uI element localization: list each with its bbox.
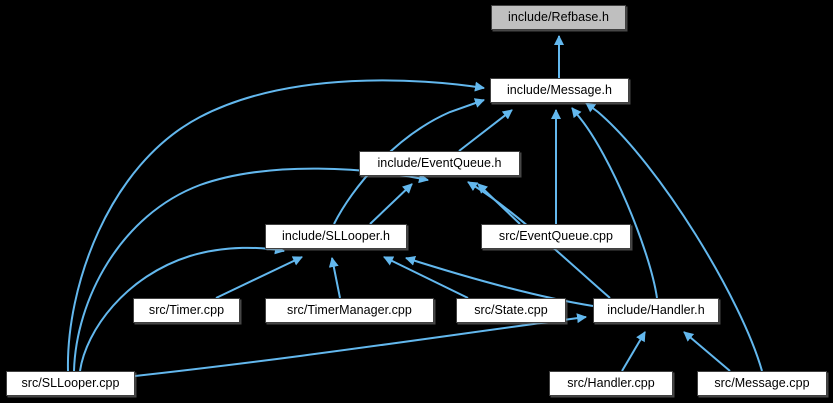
edge-eventqueue-cpp-to-eventqueue-h xyxy=(477,183,521,225)
edge-state-cpp-to-sllooper-h xyxy=(383,256,469,299)
node-src-eventqueue-cpp[interactable]: src/EventQueue.cpp xyxy=(481,224,631,249)
node-include-eventqueue-h[interactable]: include/EventQueue.h xyxy=(359,151,520,176)
edge-timer-cpp-to-sllooper-h xyxy=(215,256,303,299)
node-src-sllooper-cpp[interactable]: src/SLLooper.cpp xyxy=(6,371,135,396)
edge-sllooper-cpp-to-eventqueue-h xyxy=(73,167,429,372)
node-include-refbase-h[interactable]: include/Refbase.h xyxy=(491,5,626,30)
edge-eventqueue-h-to-message-h xyxy=(458,109,513,152)
node-src-handler-cpp[interactable]: src/Handler.cpp xyxy=(549,371,673,396)
node-src-timermanager-cpp[interactable]: src/TimerManager.cpp xyxy=(265,298,434,323)
node-include-handler-h[interactable]: include/Handler.h xyxy=(593,298,719,323)
edge-handler-cpp-to-handler-h xyxy=(621,331,646,372)
node-src-timer-cpp[interactable]: src/Timer.cpp xyxy=(133,298,240,323)
edge-message-cpp-to-handler-h xyxy=(683,331,731,372)
edge-sllooper-cpp-to-handler-h xyxy=(134,313,587,377)
node-src-message-cpp[interactable]: src/Message.cpp xyxy=(697,371,827,396)
node-src-state-cpp[interactable]: src/State.cpp xyxy=(456,298,566,323)
edge-handler-h-to-message-h xyxy=(571,107,658,299)
node-include-sllooper-h[interactable]: include/SLLooper.h xyxy=(265,224,407,249)
node-include-message-h[interactable]: include/Message.h xyxy=(490,78,629,103)
edge-timermanager-cpp-to-sllooper-h xyxy=(328,257,341,299)
edge-sllooper-h-to-eventqueue-h xyxy=(369,183,413,225)
